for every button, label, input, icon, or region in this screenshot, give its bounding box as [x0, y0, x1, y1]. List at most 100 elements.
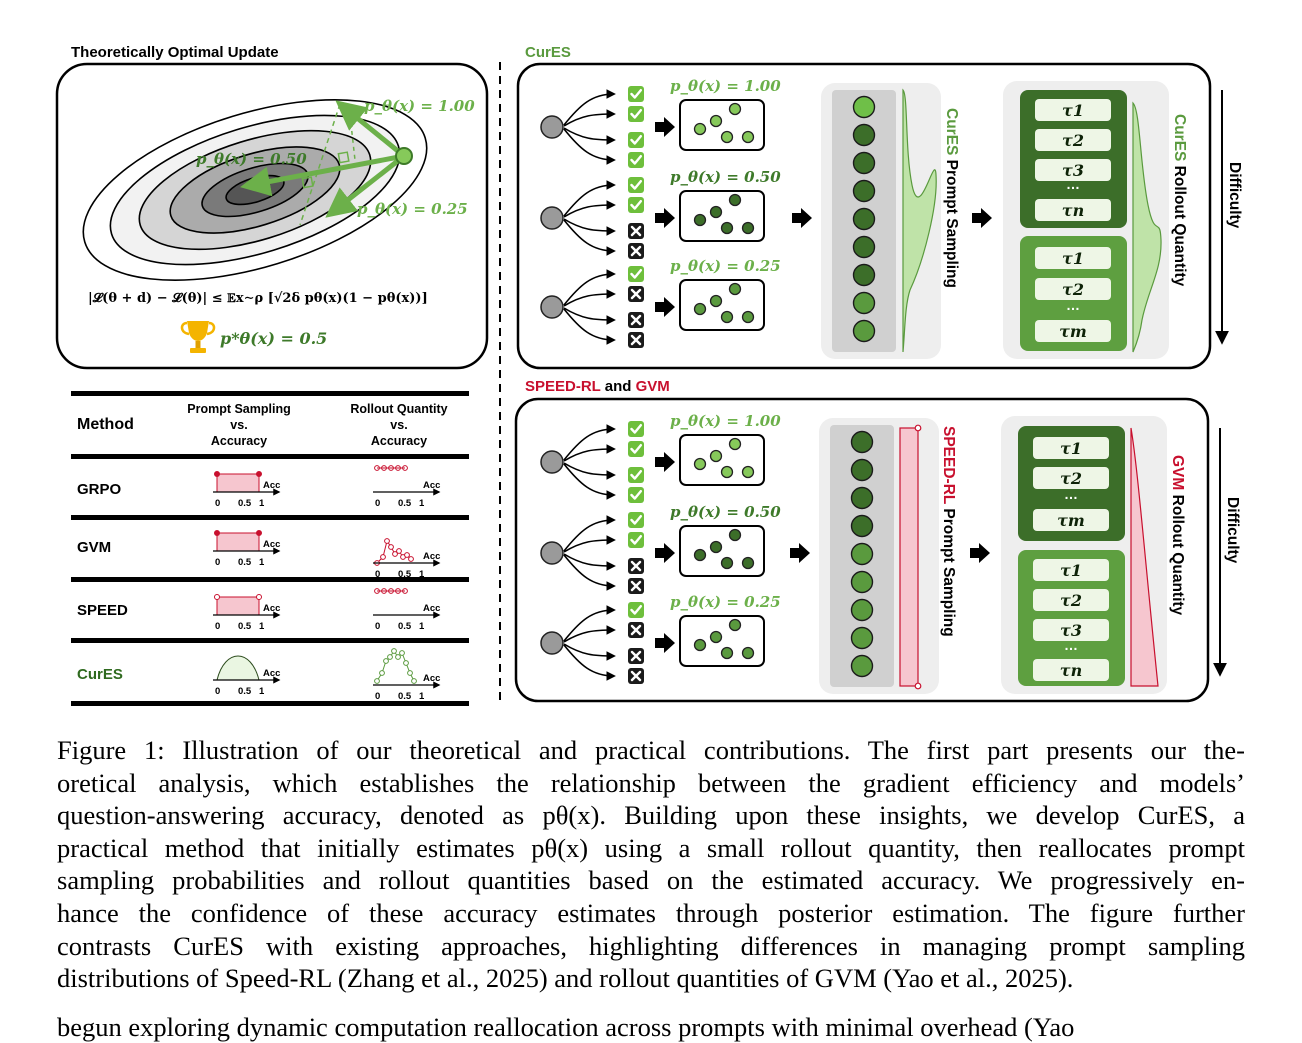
check-icon [626, 419, 646, 439]
cures-prompt-dots [852, 95, 876, 343]
cures-prompt-distribution [902, 88, 937, 353]
tau-label: τ3 [1062, 161, 1084, 180]
mini-endpoint [256, 530, 262, 536]
tau-label: τn [1060, 661, 1082, 680]
cures-rollout-accent: CurES [1171, 114, 1188, 161]
accuracy-label: p_θ(x) = 0.50 [670, 503, 781, 521]
tau-label: τ1 [1060, 561, 1082, 580]
tau-label: τ2 [1060, 591, 1082, 610]
mini-tick-label: 0.5 [238, 686, 252, 697]
mini-endpoint [214, 530, 220, 536]
prompt-dot [852, 151, 876, 175]
svg-text:Prompt Sampling: Prompt Sampling [187, 402, 290, 416]
tau-ellipsis: … [1066, 297, 1080, 313]
tau-box [1033, 509, 1109, 531]
speed-rollout-accent: GVM [1169, 455, 1186, 490]
mini-endpoint [256, 594, 262, 600]
cures-rollout-rest: Rollout Quantity [1171, 161, 1188, 286]
label-p050: p_θ(x) = 0.50 [196, 150, 307, 168]
cures-rollout-distribution [1132, 101, 1162, 353]
speed-difficulty-label: Difficulty [1224, 497, 1241, 564]
mini-tick-label: 1 [419, 498, 425, 509]
figure-caption: Figure 1: Illustration of our theoretica… [57, 734, 1245, 995]
mini-uniform-area [216, 596, 260, 616]
check-icon [626, 600, 646, 620]
rollout-group: p_θ(x) = 0.25 [541, 257, 781, 350]
cures-prompt-sampling-label: CurES Prompt Sampling [943, 108, 960, 288]
mini-tick-label: 0 [375, 691, 380, 702]
caption-line: distributions of Speed-RL (Zhang et al.,… [57, 963, 1074, 994]
mini-endpoint [214, 471, 220, 477]
speed-header-b: GVM [636, 378, 670, 395]
rollout-group: p_θ(x) = 0.50 [541, 168, 781, 261]
cross-icon [626, 576, 646, 596]
cures-rollout-quantity-label: CurES Rollout Quantity [1171, 114, 1188, 287]
caption-line: sampling probabilities and rollout quant… [57, 865, 1245, 896]
prompt-dot [852, 95, 876, 119]
mini-endpoint [214, 594, 220, 600]
prompt-dot [850, 514, 874, 538]
prompt-dot [852, 263, 876, 287]
label-p100: p_θ(x) = 1.00 [364, 97, 475, 115]
tau-ellipsis: … [1064, 637, 1078, 653]
mini-tick-label: 1 [419, 691, 425, 702]
prompt-dot [852, 207, 876, 231]
mini-tick-label: 0 [375, 569, 380, 580]
mini-axis-label: Acc [423, 673, 440, 684]
method-table: Method Prompt Sampling vs. Accuracy Roll… [71, 391, 469, 706]
mini-rollout-point [388, 544, 394, 550]
prompt-dot [852, 319, 876, 343]
tau-label: τ1 [1062, 101, 1084, 120]
label-p025: p_θ(x) = 0.25 [357, 200, 468, 218]
samples-box [679, 615, 765, 667]
tau-label: τn [1062, 201, 1084, 220]
prompt-dot [850, 458, 874, 482]
row-speed: SPEED [77, 602, 128, 619]
row-grpo: GRPO [77, 481, 122, 498]
accuracy-label: p_θ(x) = 1.00 [670, 412, 781, 430]
tau-box [1035, 99, 1111, 121]
check-icon [626, 510, 646, 530]
mini-uniform-area [216, 532, 260, 552]
prompt-dot [852, 179, 876, 203]
mini-tick-label: 0.5 [398, 569, 412, 580]
cross-icon [626, 221, 646, 241]
prompt-dot [850, 570, 874, 594]
speed-prompt-accent: SPEED-RL [940, 426, 957, 504]
speed-rollout-easy [1018, 550, 1125, 686]
mini-tick-label: 0 [375, 621, 380, 632]
speed-prompt-sampling-label: SPEED-RL Prompt Sampling [940, 426, 957, 637]
speed-rollout-quantity-label: GVM Rollout Quantity [1169, 455, 1186, 616]
cross-icon [626, 330, 646, 350]
check-icon [626, 485, 646, 505]
mini-axis-label: Acc [423, 551, 440, 562]
mini-tick-label: 0 [215, 686, 220, 697]
cures-rollout-groups: p_θ(x) = 1.00p_θ(x) = 0.50p_θ(x) = 0.25 [541, 77, 992, 563]
mini-rollout-point [407, 670, 413, 676]
tau-ellipsis: … [1066, 176, 1080, 192]
mini-tick-label: 1 [419, 569, 425, 580]
cures-header: CurES [525, 44, 571, 61]
mini-rollout-point [384, 538, 390, 544]
cures-difficulty-label: Difficulty [1226, 162, 1243, 229]
body-text-next-line: begun exploring dynamic computation real… [57, 1012, 1075, 1042]
samples-box [679, 279, 765, 331]
prompt-dot [850, 430, 874, 454]
svg-text:Accuracy: Accuracy [211, 434, 267, 448]
mini-uniform-area [216, 473, 260, 493]
mini-rollout-point [383, 658, 389, 664]
mini-rollout-line [376, 650, 415, 682]
svg-text:Accuracy: Accuracy [371, 434, 427, 448]
check-icon [626, 150, 646, 170]
check-icon [626, 84, 646, 104]
tau-box [1033, 589, 1109, 611]
tau-box [1035, 320, 1111, 342]
mini-tick-label: 0.5 [398, 498, 412, 509]
row-gvm: GVM [77, 539, 111, 556]
mini-axis-label: Acc [423, 603, 440, 614]
tau-label: τ2 [1062, 280, 1084, 299]
samples-box [679, 99, 765, 151]
rollout-group: p_θ(x) = 1.00 [541, 412, 781, 505]
figure-1: Theoretically Optimal Update p_θ(x) = 1.… [55, 44, 1243, 706]
cross-icon [626, 666, 646, 686]
